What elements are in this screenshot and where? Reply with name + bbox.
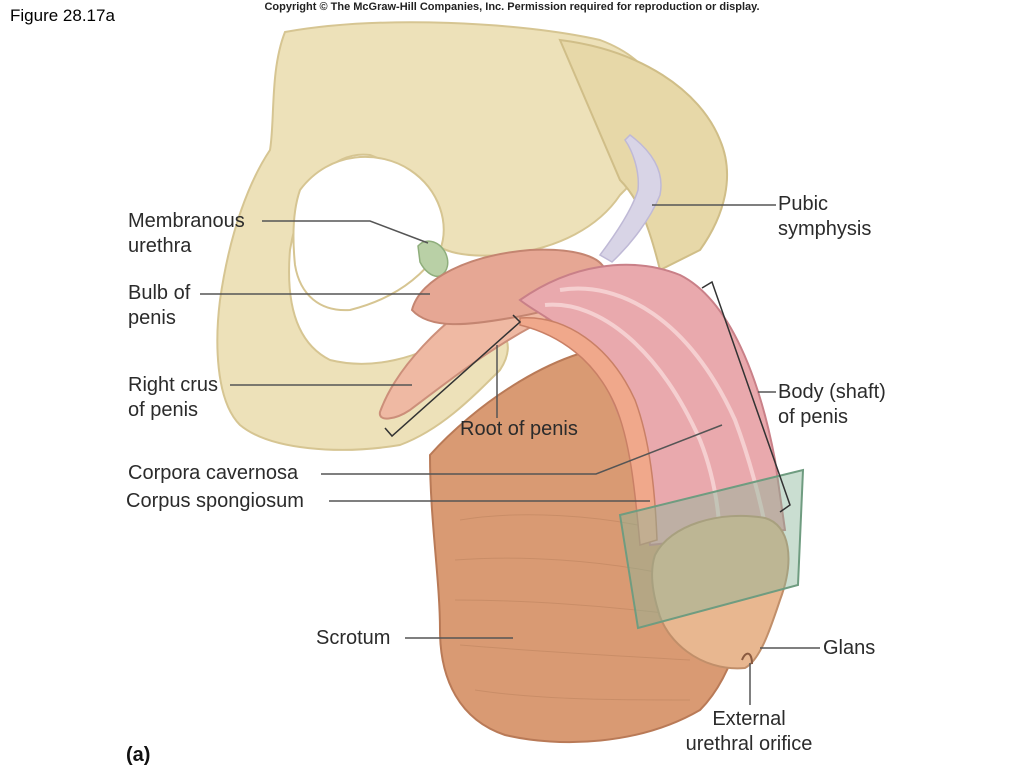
label-right-crus-line2: of penis xyxy=(128,399,199,421)
label-external-urethral-orifice: External urethral orifice xyxy=(676,707,822,757)
label-membranous-urethra-line1: Membranous xyxy=(128,210,245,232)
label-bulb-of-penis: Bulb of penis xyxy=(128,281,190,331)
label-external-urethral-orifice-line2: urethral orifice xyxy=(685,733,813,755)
pubic-symphysis-cartilage xyxy=(598,134,662,263)
label-right-crus: Right crus of penis xyxy=(128,373,218,423)
label-membranous-urethra: Membranous urethra xyxy=(128,209,245,259)
cross-section-plane xyxy=(618,468,805,630)
panel-letter: (a) xyxy=(126,744,151,766)
root-bracket xyxy=(384,314,522,438)
label-root-of-penis: Root of penis xyxy=(460,418,578,440)
label-right-crus-line1: Right crus xyxy=(128,374,219,396)
label-membranous-urethra-line2: urethra xyxy=(128,235,192,257)
label-pubic-symphysis-line1: Pubic xyxy=(778,193,829,215)
external-urethral-orifice-mark xyxy=(741,652,753,665)
membranous-urethra-shape xyxy=(417,240,449,278)
cavernosa-highlights xyxy=(544,286,767,536)
glans-shape xyxy=(651,514,790,670)
figure-label: Figure 28.17a xyxy=(10,6,115,25)
label-external-urethral-orifice-line1: External xyxy=(712,708,786,730)
body-shaft-bracket xyxy=(701,280,791,513)
label-corpora-cavernosa: Corpora cavernosa xyxy=(128,462,299,484)
scrotum-rugae xyxy=(454,514,691,701)
label-body-shaft-line1: Body (shaft) xyxy=(778,381,886,403)
label-body-shaft: Body (shaft) of penis xyxy=(778,380,886,430)
label-pubic-symphysis-line2: symphysis xyxy=(778,218,872,240)
label-scrotum: Scrotum xyxy=(316,627,391,649)
label-corpus-spongiosum: Corpus spongiosum xyxy=(126,490,304,512)
label-body-shaft-line2: of penis xyxy=(778,406,849,428)
label-pubic-symphysis: Pubic symphysis xyxy=(778,192,871,242)
label-bulb-line2: penis xyxy=(128,307,176,329)
copyright-notice: Copyright © The McGraw-Hill Companies, I… xyxy=(264,1,760,13)
corpus-spongiosum-shape xyxy=(519,317,658,546)
pelvic-bone xyxy=(216,21,729,451)
label-bulb-line1: Bulb of xyxy=(128,282,191,304)
label-glans: Glans xyxy=(823,637,876,659)
leader-lines xyxy=(200,204,820,705)
